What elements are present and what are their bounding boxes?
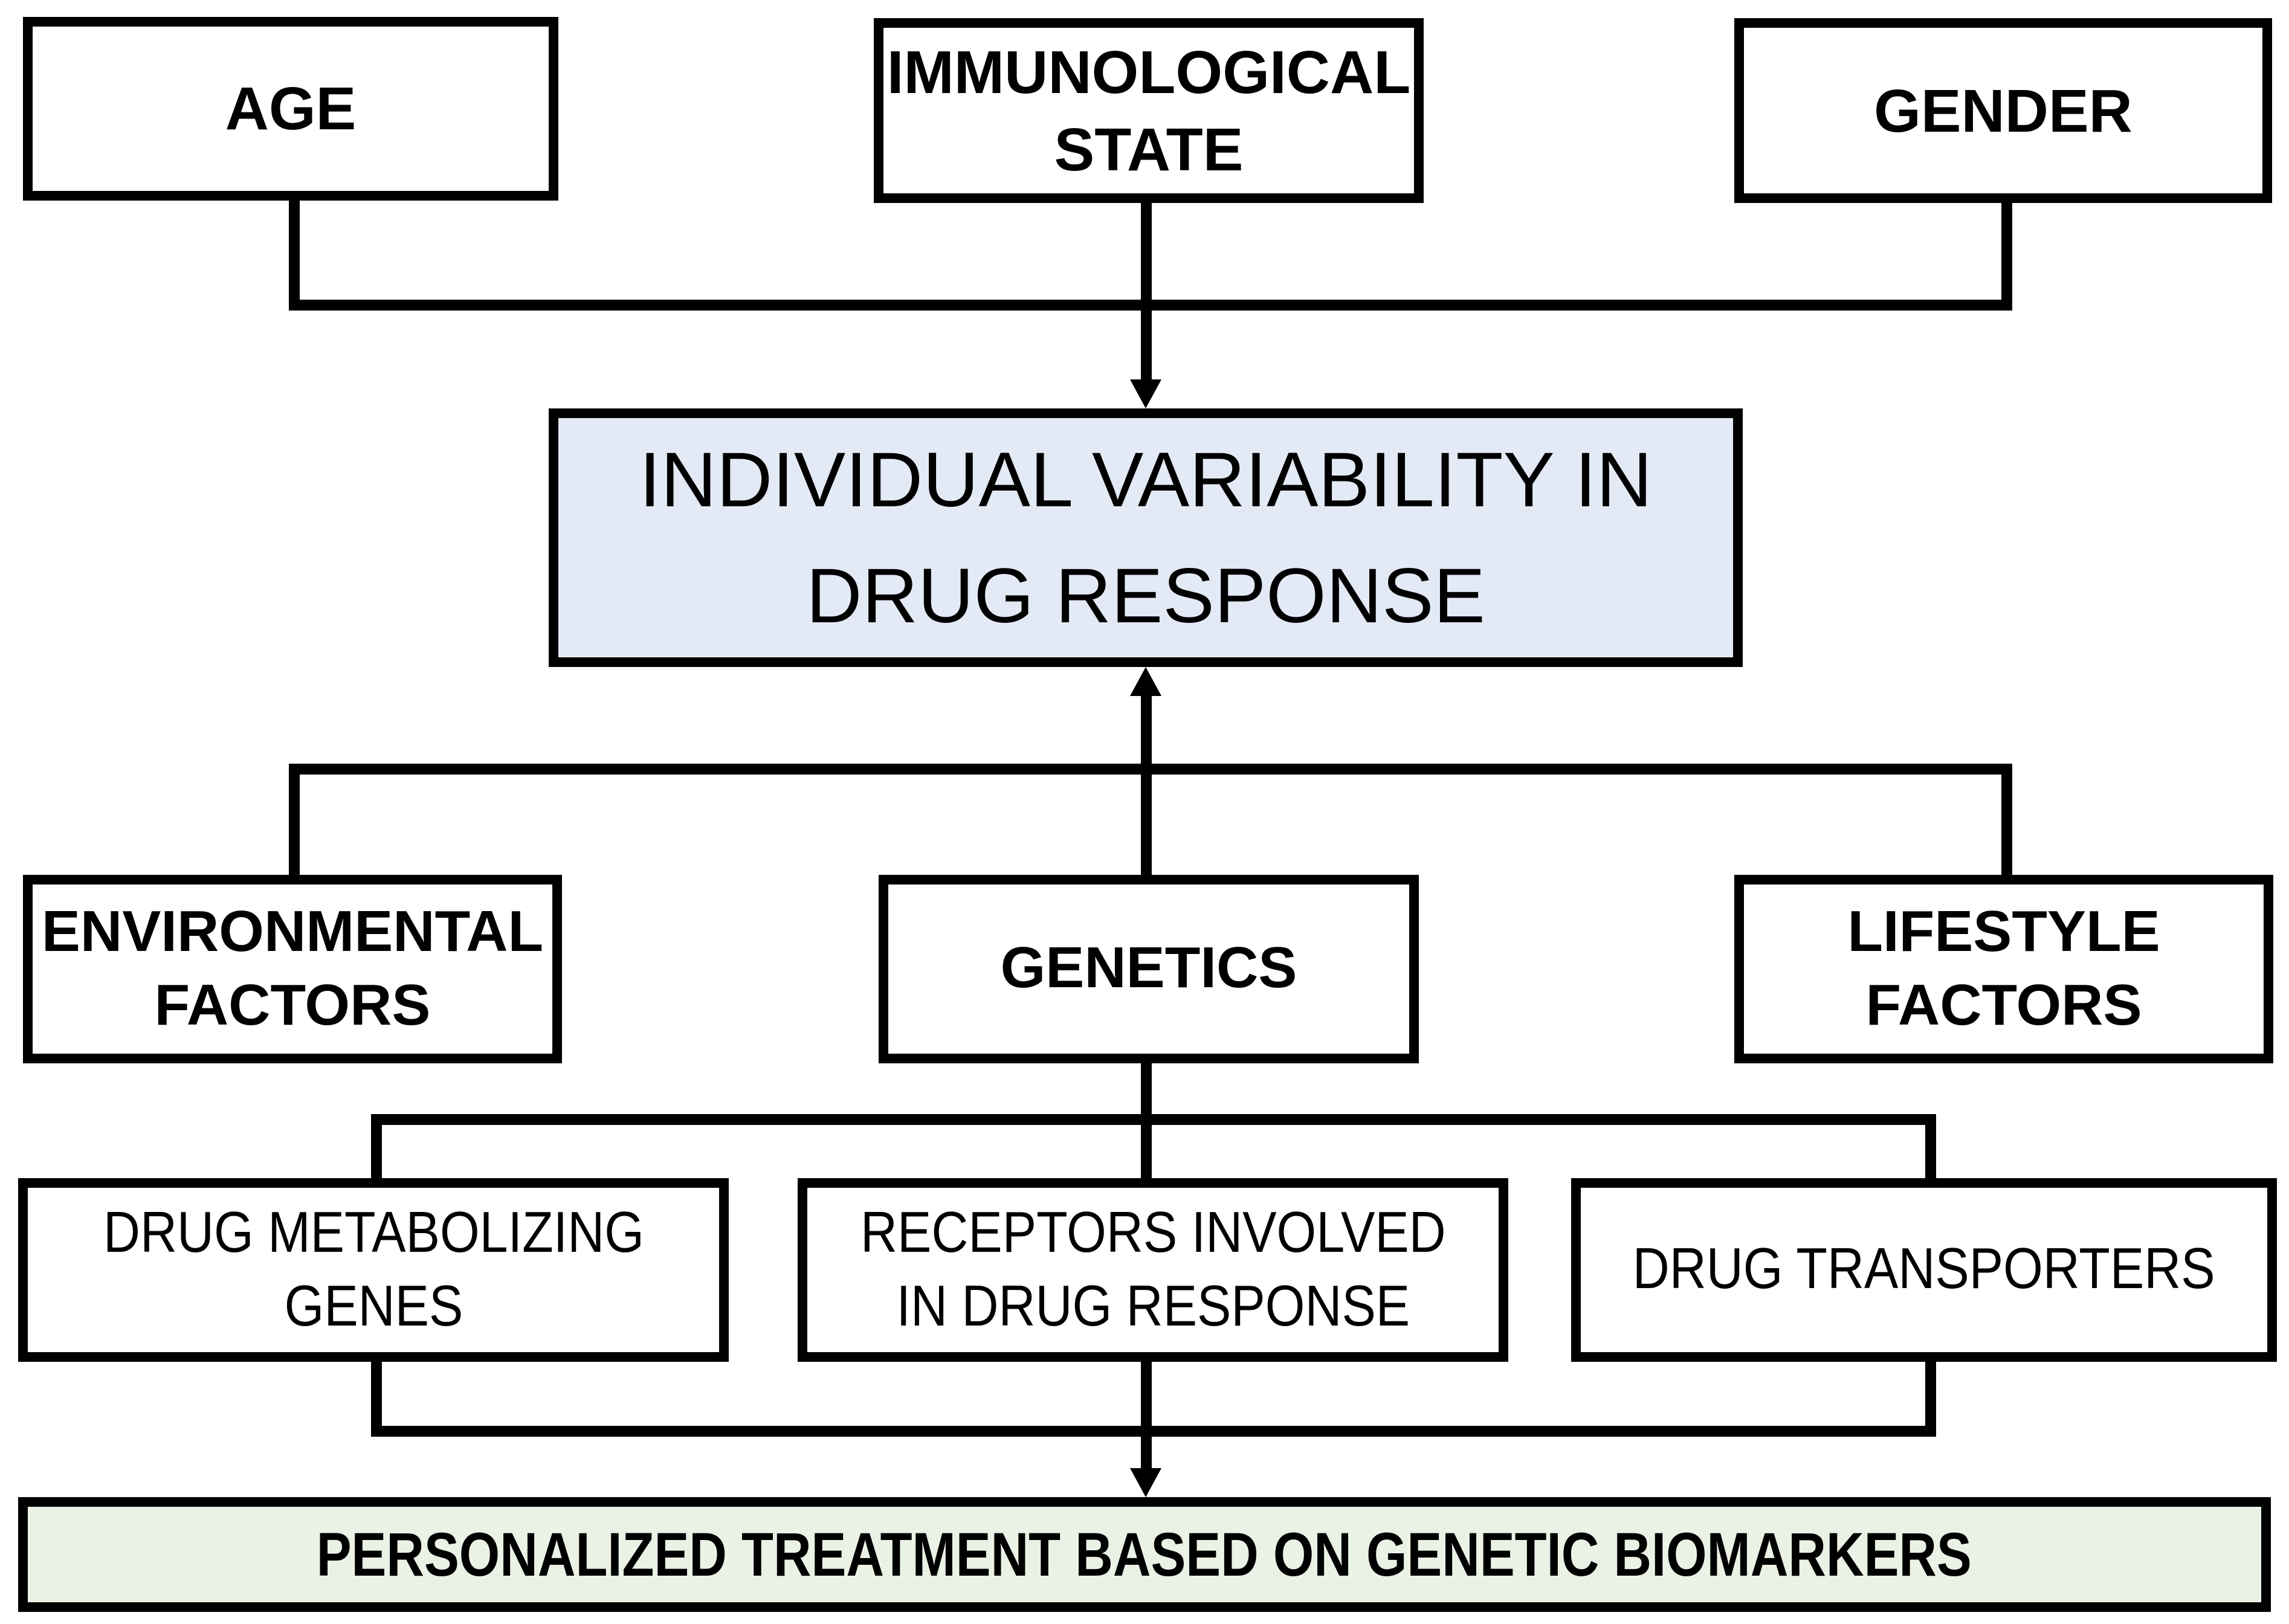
connector-age-stem	[289, 201, 300, 311]
node-genetics-label: GENETICS	[1000, 936, 1297, 1001]
node-drug-transporters-label: DRUG TRANSPORTERS	[1633, 1237, 2215, 1302]
node-age: AGE	[23, 17, 558, 201]
node-gender: GENDER	[1734, 18, 2272, 203]
connector-treatment-stem	[1141, 1362, 1152, 1473]
connector-gender-stem	[2001, 203, 2012, 311]
node-immunological-state-label: IMMUNOLOGICAL STATE	[886, 38, 1411, 183]
node-personalized-treatment: PERSONALIZED TREATMENT BASED ON GENETIC …	[18, 1497, 2271, 1612]
connector-receptors-stem	[1141, 1114, 1152, 1184]
connector-middle-merge-line	[289, 764, 2012, 775]
node-immunological-state: IMMUNOLOGICAL STATE	[874, 18, 1424, 203]
node-drug-transporters: DRUG TRANSPORTERS	[1571, 1178, 2277, 1362]
connector-genetics-down-stem	[1141, 1063, 1152, 1125]
arrow-up-into-variability	[1130, 667, 1161, 696]
connector-metabolizing-down-stem	[371, 1362, 382, 1437]
connector-lifestyle-stem	[2001, 764, 2012, 880]
node-receptors-involved: RECEPTORS INVOLVED IN DRUG RESPONSE	[798, 1178, 1508, 1362]
node-individual-variability: INDIVIDUAL VARIABILITY IN DRUG RESPONSE	[549, 408, 1743, 667]
connector-genetics-branch-line	[371, 1114, 1936, 1125]
arrow-down-into-variability	[1130, 379, 1161, 408]
node-receptors-involved-label: RECEPTORS INVOLVED IN DRUG RESPONSE	[860, 1200, 1446, 1339]
connector-transporters-stem	[1925, 1114, 1936, 1184]
node-lifestyle-factors: LIFESTYLE FACTORS	[1734, 875, 2273, 1063]
node-individual-variability-label: INDIVIDUAL VARIABILITY IN DRUG RESPONSE	[639, 436, 1653, 639]
connector-metabolizing-stem	[371, 1114, 382, 1184]
node-age-label: AGE	[225, 75, 357, 143]
connector-transporters-down-stem	[1925, 1362, 1936, 1437]
node-lifestyle-factors-label: LIFESTYLE FACTORS	[1847, 900, 2160, 1038]
connector-immunological-stem	[1141, 203, 1152, 382]
connector-bottom-merge-line	[371, 1426, 1936, 1437]
connector-environmental-stem	[289, 764, 300, 880]
arrow-down-into-treatment	[1130, 1468, 1161, 1497]
node-environmental-factors: ENVIRONMENTAL FACTORS	[23, 875, 562, 1063]
connector-genetics-up-stem	[1141, 694, 1152, 877]
node-drug-metabolizing-genes-label: DRUG METABOLIZING GENES	[103, 1200, 644, 1339]
node-drug-metabolizing-genes: DRUG METABOLIZING GENES	[18, 1178, 729, 1362]
node-environmental-factors-label: ENVIRONMENTAL FACTORS	[41, 900, 544, 1038]
node-genetics: GENETICS	[879, 875, 1419, 1063]
node-personalized-treatment-label: PERSONALIZED TREATMENT BASED ON GENETIC …	[317, 1519, 1972, 1589]
node-gender-label: GENDER	[1874, 77, 2132, 144]
